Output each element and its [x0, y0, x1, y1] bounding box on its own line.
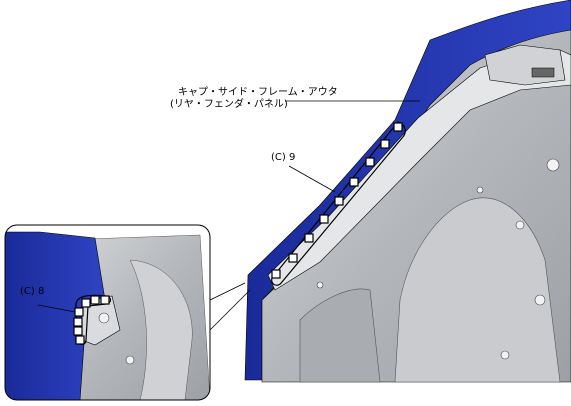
- part-name-line2: (リヤ・フェンダ・パネル): [170, 99, 288, 110]
- inset-connector-top: [209, 282, 246, 301]
- weld-spot: [90, 295, 100, 305]
- weld-spot: [365, 157, 375, 167]
- weld-spots-inset: [73, 295, 110, 345]
- inset-connector-bottom: [209, 289, 251, 331]
- weld-spots-main: [271, 122, 403, 279]
- weld-spot: [349, 177, 359, 187]
- weld-spot: [271, 269, 281, 279]
- weld-spot: [74, 307, 84, 317]
- weld-spot: [393, 122, 403, 132]
- inset-hole: [98, 312, 110, 324]
- callout-main-label: (C) 9: [271, 152, 296, 163]
- inset-opening: [129, 259, 193, 400]
- weld-spot: [73, 326, 83, 336]
- inset-frame: [4, 224, 211, 401]
- weld-spot: [73, 317, 83, 327]
- bracket-slot: [531, 67, 555, 78]
- weld-spot: [334, 196, 344, 206]
- weld-spot: [288, 253, 298, 263]
- window-opening: [394, 197, 561, 383]
- structure-holes: [316, 158, 560, 360]
- leader-callout-inset: [37, 304, 76, 313]
- weld-spot: [304, 233, 314, 243]
- weld-spot: [75, 335, 85, 345]
- inset-view: [4, 224, 211, 401]
- weld-line-main: [271, 121, 406, 286]
- door-opening: [299, 288, 381, 383]
- callout-inset-label: (C) 8: [20, 286, 45, 297]
- main-view: [244, 0, 571, 383]
- weld-spot: [319, 214, 329, 224]
- part-name-line1: キャプ・サイド・フレーム・アウタ: [178, 87, 338, 98]
- weld-spot: [100, 295, 110, 305]
- leader-callout-main: [288, 165, 336, 193]
- inset-hole: [125, 355, 135, 365]
- weld-spot: [380, 139, 390, 149]
- weld-spot: [81, 298, 91, 308]
